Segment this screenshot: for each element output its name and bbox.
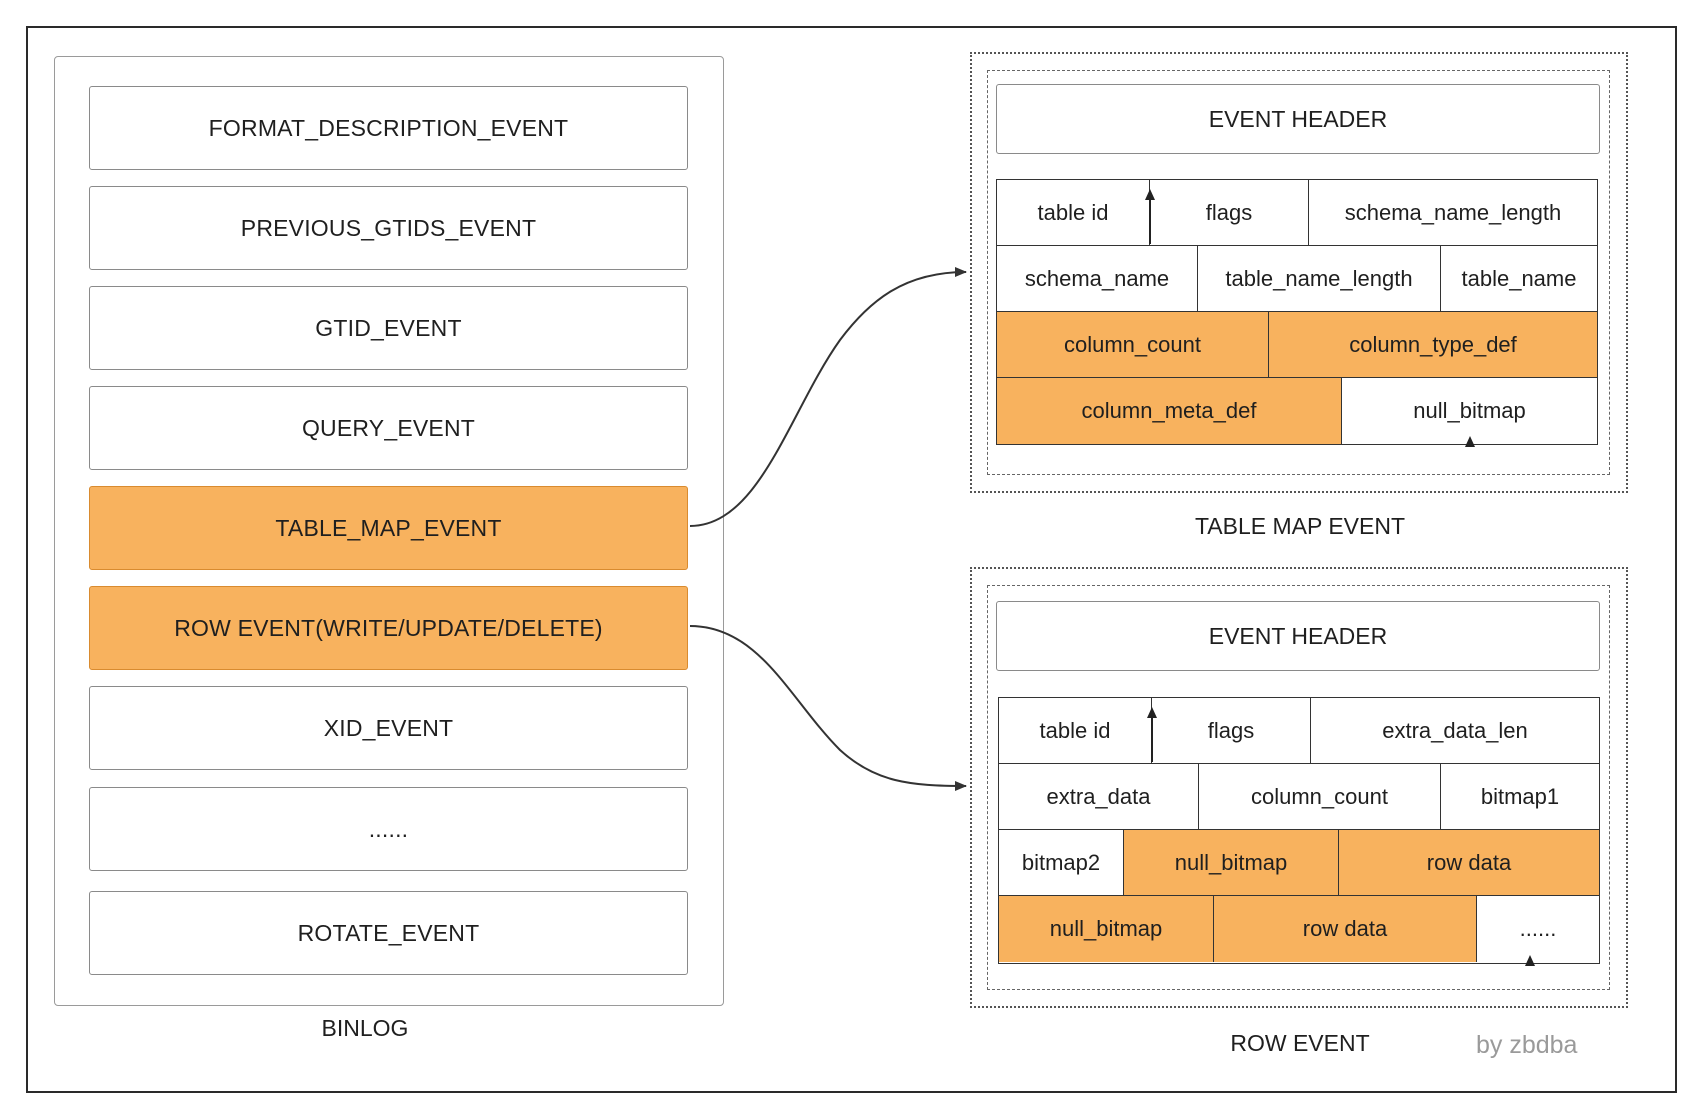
row-event-field-grid: table id flags extra_data_len extra_data… — [998, 697, 1600, 964]
binlog-event-ellipsis: ...... — [89, 787, 688, 871]
field-column-count: column_count — [1199, 764, 1441, 829]
row-event-row: null_bitmap row data ...... — [999, 896, 1599, 962]
binlog-event-rotate: ROTATE_EVENT — [89, 891, 688, 975]
field-schema-name-length: schema_name_length — [1309, 180, 1597, 245]
field-extra-data: extra_data — [999, 764, 1199, 829]
marker-line — [1149, 192, 1151, 244]
field-column-meta-def: column_meta_def — [997, 378, 1342, 444]
field-table-name-length: table_name_length — [1198, 246, 1441, 311]
field-extra-data-len: extra_data_len — [1311, 698, 1599, 763]
field-null-bitmap: null_bitmap — [1124, 830, 1339, 895]
up-arrow-icon — [1145, 189, 1155, 200]
binlog-event-table-map: TABLE_MAP_EVENT — [89, 486, 688, 570]
binlog-event-xid: XID_EVENT — [89, 686, 688, 770]
row-event-row: table id flags extra_data_len — [999, 698, 1599, 764]
binlog-event-row: ROW EVENT(WRITE/UPDATE/DELETE) — [89, 586, 688, 670]
table-map-event-header: EVENT HEADER — [996, 84, 1600, 154]
binlog-event-gtid: GTID_EVENT — [89, 286, 688, 370]
field-flags: flags — [1152, 698, 1311, 763]
table-map-row: schema_name table_name_length table_name — [997, 246, 1597, 312]
field-schema-name: schema_name — [997, 246, 1198, 311]
table-map-connector — [689, 267, 967, 527]
field-row-data: row data — [1339, 830, 1599, 895]
diagram-frame — [26, 26, 1677, 1093]
row-event-caption: ROW EVENT — [1230, 1030, 1370, 1056]
table-map-row: table id flags schema_name_length — [997, 180, 1597, 246]
row-event-inner-border — [987, 585, 1610, 990]
field-table-name: table_name — [1441, 246, 1597, 311]
table-map-outer-border — [970, 52, 1628, 493]
row-event-row: extra_data column_count bitmap1 — [999, 764, 1599, 830]
binlog-event-previous-gtids: PREVIOUS_GTIDS_EVENT — [89, 186, 688, 270]
row-event-connector — [689, 625, 967, 791]
binlog-event-format-description: FORMAT_DESCRIPTION_EVENT — [89, 86, 688, 170]
binlog-event-query: QUERY_EVENT — [89, 386, 688, 470]
up-arrow-icon — [1147, 707, 1157, 718]
row-event-row: bitmap2 null_bitmap row data — [999, 830, 1599, 896]
field-column-type-def: column_type_def — [1269, 312, 1597, 377]
row-event-header: EVENT HEADER — [996, 601, 1600, 671]
field-column-count: column_count — [997, 312, 1269, 377]
binlog-panel — [54, 56, 724, 1006]
marker-line — [1151, 710, 1153, 762]
field-null-bitmap: null_bitmap — [999, 896, 1214, 962]
field-row-data: row data — [1214, 896, 1477, 962]
row-event-outer-border — [970, 567, 1628, 1008]
table-map-caption: TABLE MAP EVENT — [1194, 513, 1406, 539]
field-bitmap1: bitmap1 — [1441, 764, 1599, 829]
up-arrow-icon — [1525, 955, 1535, 966]
up-arrow-icon — [1465, 436, 1475, 447]
field-table-id: table id — [997, 180, 1150, 245]
table-map-field-grid: table id flags schema_name_length schema… — [996, 179, 1598, 445]
author-credit: by zbdba — [1476, 1031, 1578, 1059]
field-ellipsis: ...... — [1477, 896, 1599, 962]
field-bitmap2: bitmap2 — [999, 830, 1124, 895]
table-map-row: column_meta_def null_bitmap — [997, 378, 1597, 444]
binlog-caption: BINLOG — [321, 1015, 409, 1041]
table-map-row: column_count column_type_def — [997, 312, 1597, 378]
table-map-inner-border — [987, 70, 1610, 475]
field-flags: flags — [1150, 180, 1309, 245]
field-null-bitmap: null_bitmap — [1342, 378, 1597, 444]
